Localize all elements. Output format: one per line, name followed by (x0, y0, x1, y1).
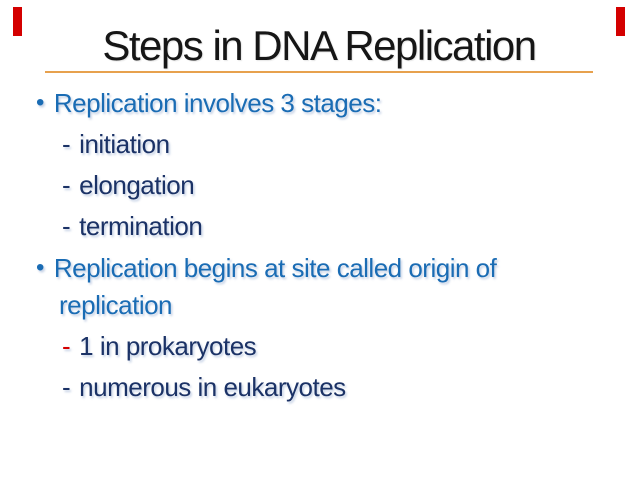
bullet-item-2: • Replication begins at site called orig… (36, 253, 497, 283)
bullet-icon: • (36, 89, 44, 116)
dash-icon: - (62, 372, 71, 402)
dash-icon: - (62, 129, 71, 159)
sub-item-eukaryotes: - numerous in eukaryotes (62, 372, 346, 402)
red-accent-bar-right (616, 7, 625, 36)
red-accent-bar-left (13, 7, 22, 36)
dash-icon: - (62, 170, 71, 200)
slide-title: Steps in DNA Replication (102, 22, 537, 69)
sub-item-text: 1 in prokaryotes (79, 331, 257, 361)
title-underline (45, 71, 593, 73)
red-dash-icon: - (62, 331, 71, 361)
bullet-icon: • (36, 254, 44, 281)
sub-item-text: elongation (79, 170, 195, 200)
bullet-item-1: • Replication involves 3 stages: (36, 88, 382, 118)
sub-item-elongation: - elongation (62, 170, 195, 200)
bullet-1-text: Replication involves 3 stages: (53, 88, 382, 118)
sub-item-text: initiation (79, 129, 170, 159)
sub-item-prokaryotes: - 1 in prokaryotes (62, 331, 257, 361)
bullet-2-text-line2: replication (59, 290, 173, 320)
sub-item-text: numerous in eukaryotes (79, 372, 346, 402)
sub-item-termination: - termination (62, 211, 203, 241)
dash-icon: - (62, 211, 71, 241)
bullet-2-text-line1: Replication begins at site called origin… (53, 253, 497, 283)
bullet-item-2-wrap: replication (59, 290, 173, 320)
sub-item-initiation: - initiation (62, 129, 170, 159)
sub-item-text: termination (79, 211, 203, 241)
